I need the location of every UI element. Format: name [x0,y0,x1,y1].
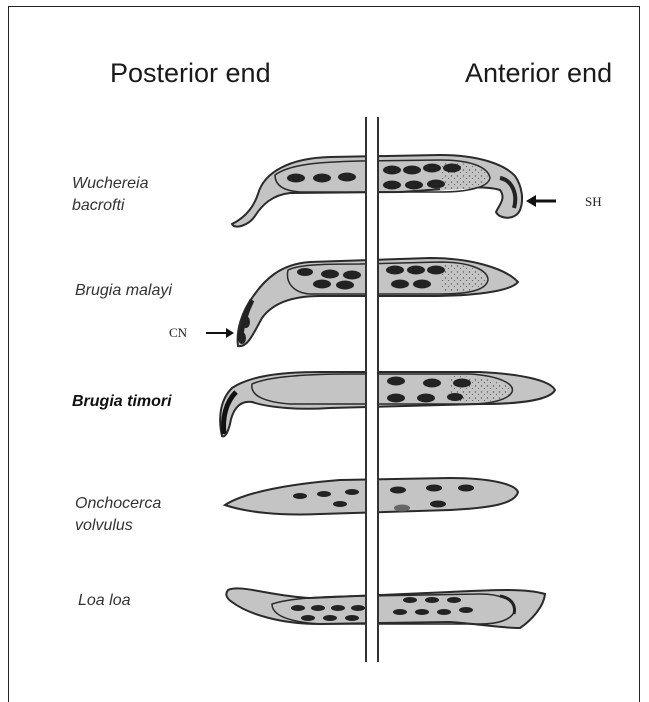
loa-loa-body [226,588,545,628]
caudal-nuclei-arrow [206,328,234,338]
central-divider [366,117,378,662]
sheath-arrow [526,195,556,207]
